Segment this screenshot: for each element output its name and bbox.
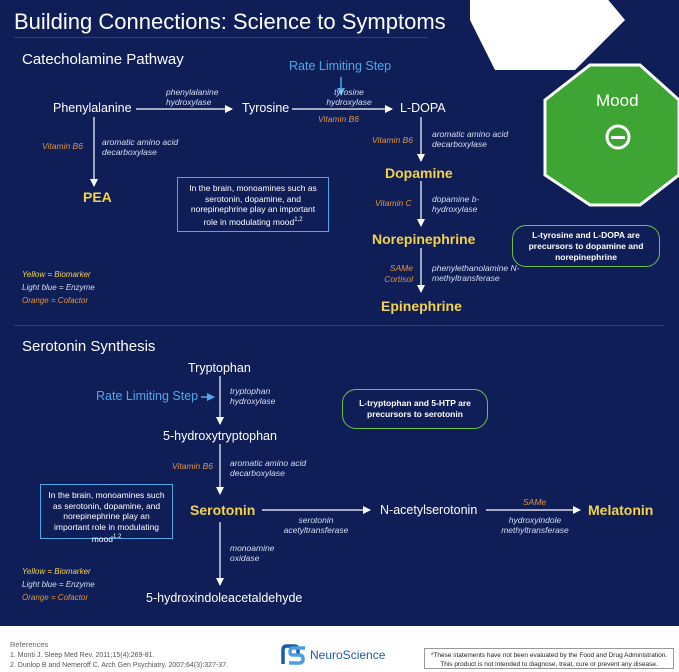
node-serotonin: Serotonin xyxy=(190,502,256,518)
serotonin-info-box: In the brain, monoamines such as seroton… xyxy=(40,484,173,544)
cofactor-b6-serotonin: Vitamin B6 xyxy=(172,461,213,471)
mood-label: Mood xyxy=(596,91,639,110)
page-title: Building Connections: Science to Symptom… xyxy=(14,9,446,34)
serotonin-heading: Serotonin Synthesis xyxy=(22,338,156,355)
cofactor-b6-tyrosine: Vitamin B6 xyxy=(318,114,359,124)
white-hexagon-shape xyxy=(470,0,625,70)
node-epinephrine: Epinephrine xyxy=(381,298,462,314)
enzyme-tyrosine-hydroxylase: tyrosine hydroxylase xyxy=(326,87,372,107)
references-heading: References xyxy=(10,640,49,649)
enzyme-monoamine-oxidase: monoamine oxidase xyxy=(230,543,275,563)
enzyme-aadc-serotonin: aromatic amino acid decarboxylase xyxy=(230,458,307,478)
cofactor-same-cortisol: SAMe Cortisol xyxy=(384,263,413,284)
ser-rate-limiting-step: Rate Limiting Step xyxy=(96,389,199,403)
enzyme-phenylalanine-hydroxylase: phenylalanine hydroxylase xyxy=(166,87,219,107)
enzyme-dopamine-b-hydroxylase: dopamine b-hydroxylase xyxy=(432,194,480,214)
node-ldopa: L-DOPA xyxy=(400,101,446,115)
legend-bottom-blue: Light blue = Enzyme xyxy=(22,580,95,589)
node-phenylalanine: Phenylalanine xyxy=(53,101,132,115)
ser-info-sup: 1,2 xyxy=(112,534,122,540)
mood-hexagon-shape xyxy=(543,63,679,207)
footer: References 1. Monti J. Sleep Med Rev. 20… xyxy=(0,626,679,672)
pathway-arrows xyxy=(90,77,581,586)
legend-top-yellow: Yellow = Biomarker xyxy=(22,270,91,279)
cofactor-b6-left: Vitamin B6 xyxy=(42,141,83,151)
cofactor-same-melatonin: SAMe xyxy=(523,497,547,507)
catecholamine-heading: Catecholamine Pathway xyxy=(22,51,184,68)
neuroscience-logo-icon xyxy=(281,644,305,665)
cat-info-sup: 1,2 xyxy=(294,216,303,223)
legend-top-orange: Orange = Cofactor xyxy=(22,296,89,305)
cofactor-b6-right: Vitamin B6 xyxy=(372,135,413,145)
reference-1: 1. Monti J. Sleep Med Rev. 2011;15(4):26… xyxy=(10,652,155,659)
legend-bottom-orange: Orange = Cofactor xyxy=(22,593,89,602)
legend-top: Yellow = Biomarker Light blue = Enzyme O… xyxy=(22,268,95,307)
node-n-acetylserotonin: N-acetylserotonin xyxy=(380,503,478,517)
cat-precursor-text: L-tyrosine and L-DOPA are precursors to … xyxy=(528,229,644,262)
fda-disclaimer: *These statements have not been evaluate… xyxy=(424,648,674,669)
hexagon-decoration xyxy=(470,0,679,207)
enzyme-pnmt: phenylethanolamine N-methyltransferase xyxy=(432,263,520,283)
serotonin-precursor-note: L-tryptophan and 5-HTP are precursors to… xyxy=(342,389,488,429)
mood-face-icon xyxy=(605,124,631,150)
node-norepinephrine: Norepinephrine xyxy=(372,231,476,247)
node-melatonin: Melatonin xyxy=(588,502,654,518)
enzyme-aadc-left: aromatic amino acid decarboxylase xyxy=(102,137,179,157)
node-tryptophan: Tryptophan xyxy=(188,361,251,375)
node-5-hiaa: 5-hydroxindoleacetaldehyde xyxy=(146,591,303,605)
enzyme-tryptophan-hydroxylase: tryptophan hydroxylase xyxy=(230,386,276,406)
cat-rate-limiting-step: Rate Limiting Step xyxy=(289,59,392,73)
brand-name: NeuroScience xyxy=(310,648,386,662)
title-underline xyxy=(14,37,428,38)
diagram-panel: Building Connections: Science to Symptom… xyxy=(0,0,679,626)
section-divider xyxy=(14,325,664,326)
legend-bottom: Yellow = Biomarker Light blue = Enzyme O… xyxy=(22,565,95,604)
node-dopamine: Dopamine xyxy=(385,165,453,181)
node-5-htp: 5-hydroxytryptophan xyxy=(163,429,277,443)
catecholamine-info-box: In the brain, monoamines such as seroton… xyxy=(177,177,329,232)
legend-bottom-yellow: Yellow = Biomarker xyxy=(22,567,91,576)
reference-2: 2. Dunlop B and Nemeroff C. Arch Gen Psy… xyxy=(10,662,229,669)
cat-info-text: In the brain, monoamines such as seroton… xyxy=(189,183,317,227)
enzyme-aadc-right: aromatic amino acid decarboxylase xyxy=(432,129,509,149)
node-pea: PEA xyxy=(83,189,112,205)
enzyme-hydroxyindole-methyltransferase: hydroxyindole methyltransferase xyxy=(501,515,569,535)
catecholamine-precursor-note: L-tyrosine and L-DOPA are precursors to … xyxy=(512,225,660,267)
node-tyrosine: Tyrosine xyxy=(242,101,290,115)
cofactor-vitamin-c: Vitamin C xyxy=(375,198,412,208)
legend-top-blue: Light blue = Enzyme xyxy=(22,283,95,292)
enzyme-serotonin-acetyltransferase: serotonin acetyltransferase xyxy=(283,515,349,535)
ser-precursor-text: L-tryptophan and 5-HTP are precursors to… xyxy=(359,398,471,419)
ser-info-text: In the brain, monoamines such as seroton… xyxy=(48,490,165,544)
